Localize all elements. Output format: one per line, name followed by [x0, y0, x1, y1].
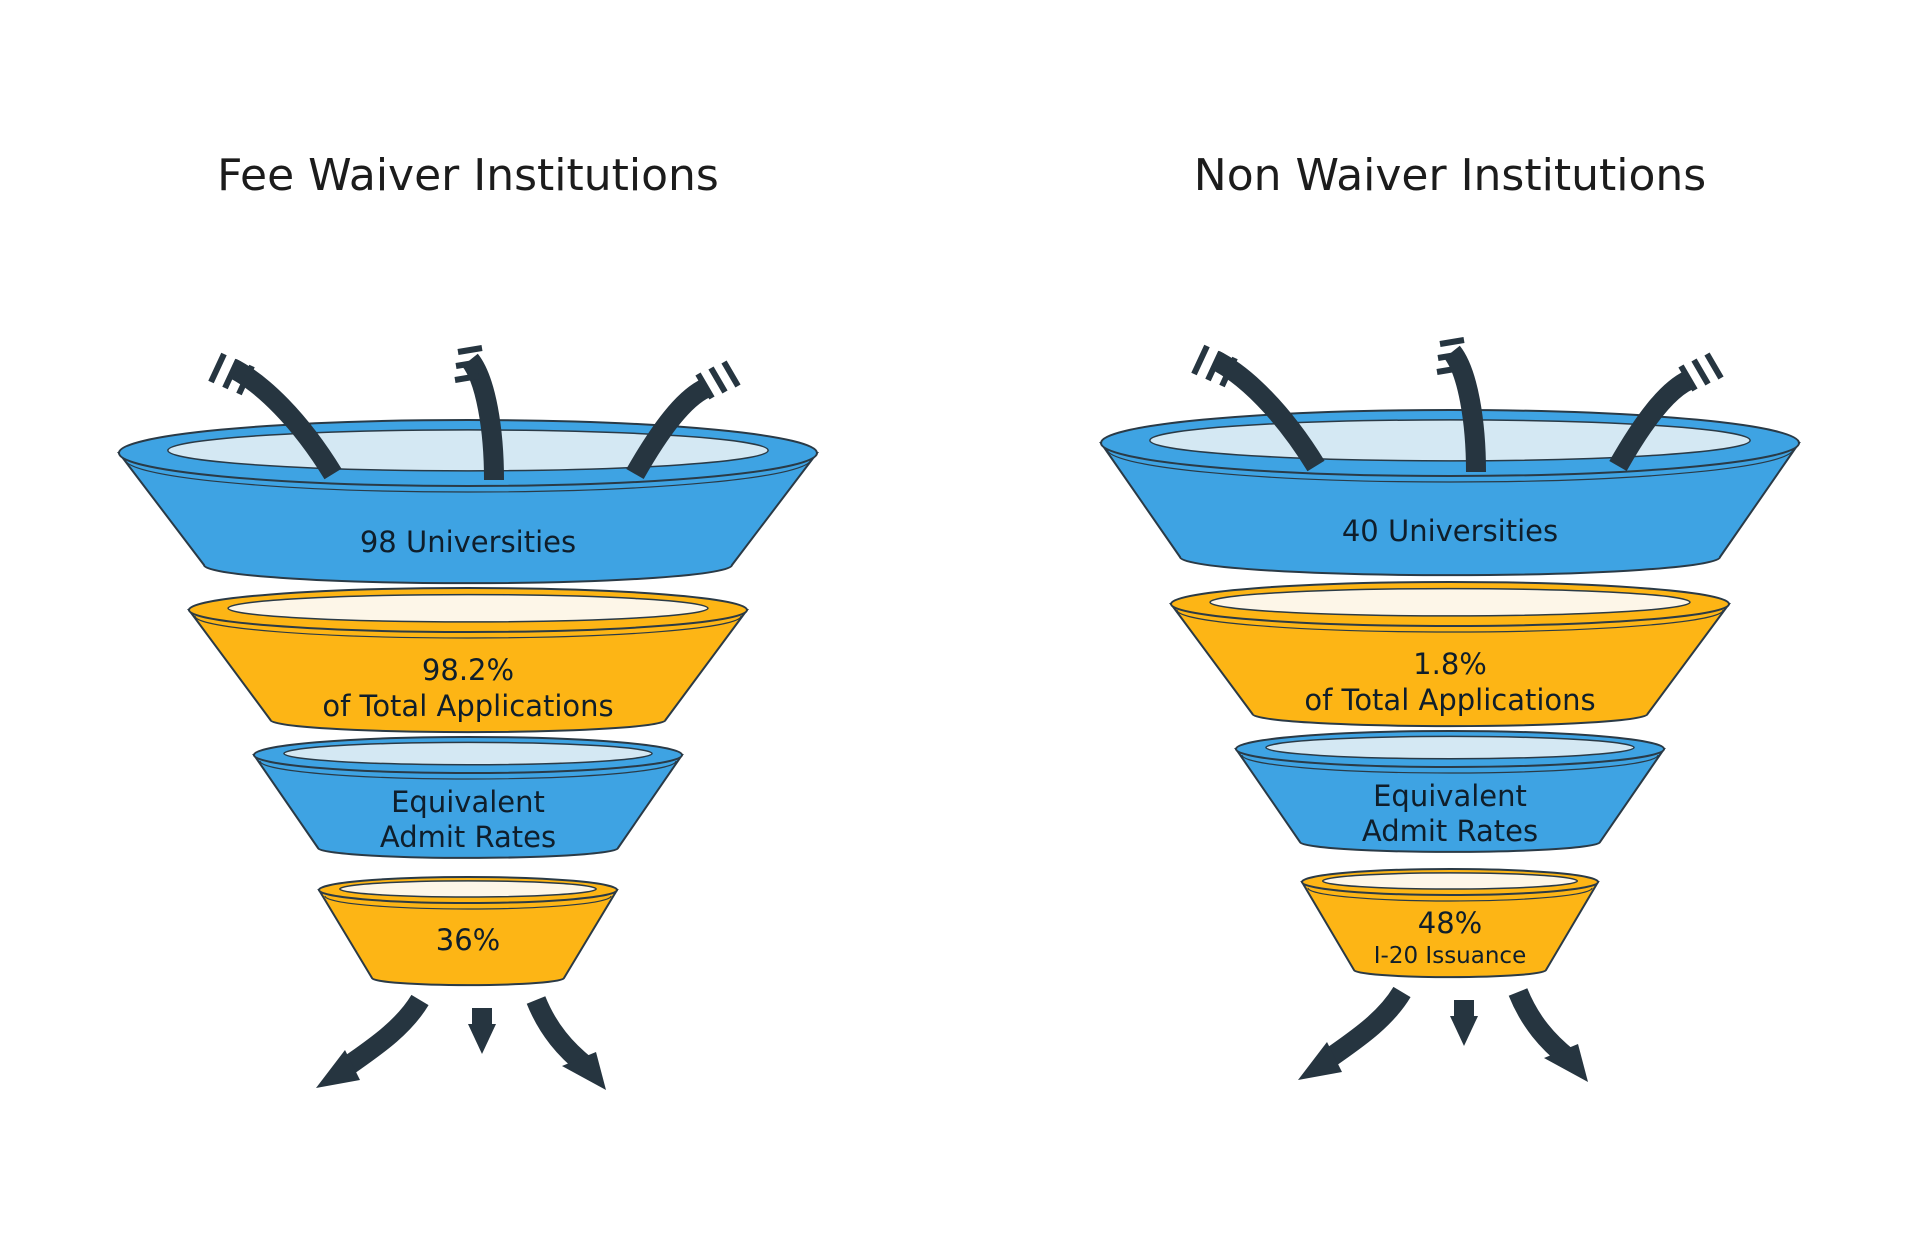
- curved-inflow-arrow-icon: [1609, 352, 1724, 471]
- curved-outflow-arrow-icon: [1298, 986, 1411, 1080]
- funnel-stage-label: 40 Universities: [1342, 514, 1558, 548]
- funnel-stage-opening: [1265, 735, 1635, 760]
- funnel-stage-lip: [1176, 609, 1724, 633]
- funnel-stage-1: 98 Universities: [116, 419, 820, 585]
- funnel-stage-label: 36%: [436, 923, 500, 957]
- fee-waiver-funnel: Fee Waiver Institutions 36% EquivalentAdmi…: [116, 150, 820, 1090]
- funnel-stage-lip: [1307, 887, 1593, 902]
- funnel-stage-opening: [227, 593, 709, 623]
- curved-inflow-arrow-icon: [626, 360, 741, 479]
- funnel-stage-label: Equivalent: [1373, 779, 1527, 813]
- funnel-stage-label: of Total Applications: [1304, 683, 1595, 717]
- funnel-stage-opening: [1321, 872, 1579, 890]
- funnel-stage-label: 98 Universities: [360, 525, 576, 559]
- funnel-stage-4: 36%: [317, 876, 619, 987]
- funnel-stage-label: I-20 Issuance: [1374, 943, 1526, 969]
- funnel-stage-label: 48%: [1418, 906, 1482, 940]
- funnel-stage-1: 40 Universities: [1099, 409, 1801, 577]
- funnel-stage-2: 1.8%of Total Applications: [1169, 581, 1731, 728]
- funnel-stage-label: Admit Rates: [1362, 814, 1538, 848]
- funnel-stage-opening: [339, 880, 597, 898]
- funnel-stage-label: Admit Rates: [380, 820, 556, 854]
- funnel-stage-opening: [1209, 587, 1691, 617]
- curved-outflow-arrow-icon: [1508, 988, 1588, 1082]
- funnel-stage-opening: [1149, 419, 1751, 462]
- funnel-stage-label: 98.2%: [422, 653, 514, 687]
- funnel-stage-body: [1169, 603, 1731, 728]
- curved-outflow-arrow-icon: [1450, 1000, 1478, 1046]
- funnel-stage-lip: [1241, 754, 1659, 774]
- funnel-stage-opening: [283, 741, 653, 766]
- curved-inflow-arrow-icon: [454, 345, 504, 481]
- funnel-stage-body: [187, 609, 749, 734]
- funnel-title: Non Waiver Institutions: [1194, 150, 1706, 201]
- funnel-stage-lip: [324, 895, 612, 910]
- funnel-stage-body: [1099, 442, 1801, 577]
- funnel-stage-2: 98.2%of Total Applications: [187, 587, 749, 734]
- funnel-stage-lip: [124, 458, 812, 493]
- curved-outflow-arrow-icon: [316, 994, 429, 1088]
- funnel-stage-body: [317, 889, 619, 987]
- funnel-stage-label: 1.8%: [1413, 647, 1487, 681]
- funnel-stage-label: of Total Applications: [322, 689, 613, 723]
- funnel-stage-label: Equivalent: [391, 785, 545, 819]
- funnel-title: Fee Waiver Institutions: [217, 150, 719, 201]
- funnel-stage-lip: [194, 615, 742, 639]
- funnel-stage-4: 48% I-20 Issuance: [1300, 868, 1600, 979]
- curved-outflow-arrow-icon: [468, 1008, 496, 1054]
- funnel-stage-lip: [1106, 448, 1794, 483]
- non-waiver-funnel: Non Waiver Institutions 48% I-20 Issuance E…: [1099, 150, 1801, 1082]
- funnel-stage-body: [252, 754, 684, 859]
- funnel-stage-body: [1300, 881, 1600, 979]
- funnel-stage-lip: [259, 760, 677, 780]
- funnel-stage-body: [1234, 748, 1666, 853]
- curved-inflow-arrow-icon: [1436, 337, 1486, 473]
- curved-outflow-arrow-icon: [526, 996, 606, 1090]
- curved-inflow-arrow-icon: [208, 352, 342, 480]
- curved-inflow-arrow-icon: [1191, 344, 1325, 472]
- funnel-stage-opening: [167, 429, 769, 472]
- funnel-stage-body: [116, 452, 820, 585]
